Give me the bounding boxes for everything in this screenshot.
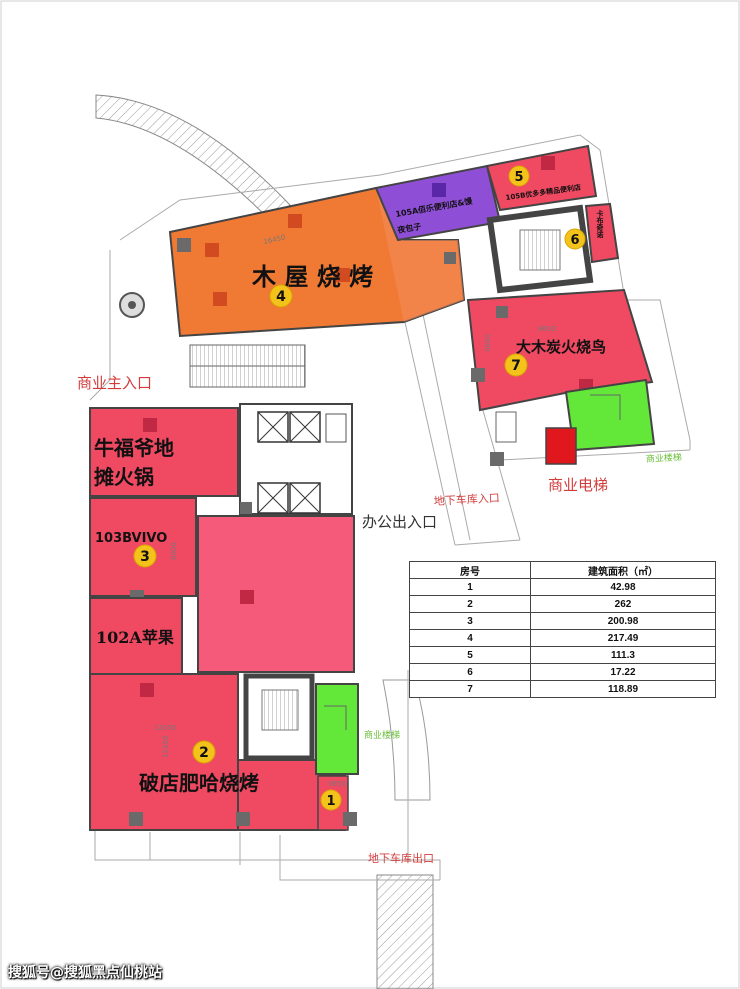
pin-7 [504, 353, 528, 377]
pin-3-number: 3 [140, 549, 150, 565]
room-number: 1 [409, 578, 531, 596]
unit-3-name-103b: 103BVIVO [95, 531, 167, 546]
dimension-d3: 12050 [154, 724, 176, 732]
dimension-d2: 8600 [538, 325, 556, 333]
dimension-d7: 5850 [328, 780, 346, 788]
dimension-d4: 12350 [162, 736, 170, 758]
unit-pins: 1 2 3 4 5 6 7 [133, 165, 586, 811]
central-pink-area [197, 515, 355, 673]
label-basement-garage-exit: 地下车库出口 [368, 851, 434, 865]
dimension-d6: 6000 [170, 542, 178, 560]
label-office-exit-entrance: 办公出入口 [362, 513, 437, 531]
label-commercial-stairs-south: 商业楼梯 [364, 729, 400, 741]
room-number: 7 [409, 680, 531, 698]
unit-2-name: 破店肥哈烧烤 [139, 771, 259, 795]
area-table-header-row: 房号 建筑面积（㎡） [409, 561, 716, 579]
floor-area: 200.98 [530, 612, 716, 630]
pin-2 [192, 740, 216, 764]
commercial-stairs-east [564, 378, 656, 452]
floor-area: 217.49 [530, 629, 716, 647]
floor-area: 17.22 [530, 663, 716, 681]
unit-7-name: 大木炭火烧鸟 [516, 338, 606, 356]
niu-fu-shop-area [89, 407, 239, 497]
exit-ramp [376, 874, 434, 989]
room-number: 4 [409, 629, 531, 647]
unit-6-name: 卡布奇诺 [596, 209, 604, 239]
niu-fu-name-line2: 摊火锅 [94, 465, 154, 489]
pin-5-number: 5 [514, 170, 523, 185]
floor-area: 42.98 [530, 578, 716, 596]
commercial-stairs-south [315, 683, 359, 775]
floor-area: 111.3 [530, 646, 716, 664]
watermark: 搜狐号@搜狐黑点仙桃站 [8, 965, 162, 981]
unit-4-sub-area [376, 188, 464, 322]
label-commercial-stairs-east: 商业楼梯 [646, 451, 683, 465]
floor-area: 262 [530, 595, 716, 613]
header-floor-area: 建筑面积（㎡） [530, 561, 716, 579]
pin-1 [320, 789, 342, 811]
unit-4-name: 木 屋 烧 烤 [251, 262, 373, 291]
room-number: 6 [409, 663, 531, 681]
pin-6 [564, 228, 586, 250]
header-room-number: 房号 [409, 561, 531, 579]
unit-5-area [485, 144, 598, 212]
pin-4 [269, 284, 293, 308]
dimension-d5: 3650 [484, 334, 492, 352]
pin-7-number: 7 [511, 358, 521, 374]
pin-2-number: 2 [199, 745, 209, 761]
unit-3-name-102a: 102A苹果 [96, 628, 174, 647]
niu-fu-name-line1: 牛福爷地 [94, 436, 174, 460]
label-commercial-main-entrance: 商业主入口 [77, 374, 152, 392]
label-basement-garage-entrance: 地下车库入口 [433, 491, 500, 508]
pin-1-number: 1 [326, 794, 335, 809]
room-number: 5 [409, 646, 531, 664]
pin-4-number: 4 [276, 289, 286, 305]
unit-6-area [584, 202, 620, 264]
room-number: 2 [409, 595, 531, 613]
pin-6-number: 6 [570, 233, 579, 248]
pin-3 [133, 544, 157, 568]
shop-105a-name-line2: 夜包子 [396, 221, 422, 235]
curved-ramp [95, 94, 291, 221]
floor-area: 118.89 [530, 680, 716, 698]
pin-5 [508, 165, 530, 187]
commercial-elevator-box [545, 427, 577, 465]
label-commercial-elevator: 商业电梯 [548, 476, 608, 494]
room-number: 3 [409, 612, 531, 630]
